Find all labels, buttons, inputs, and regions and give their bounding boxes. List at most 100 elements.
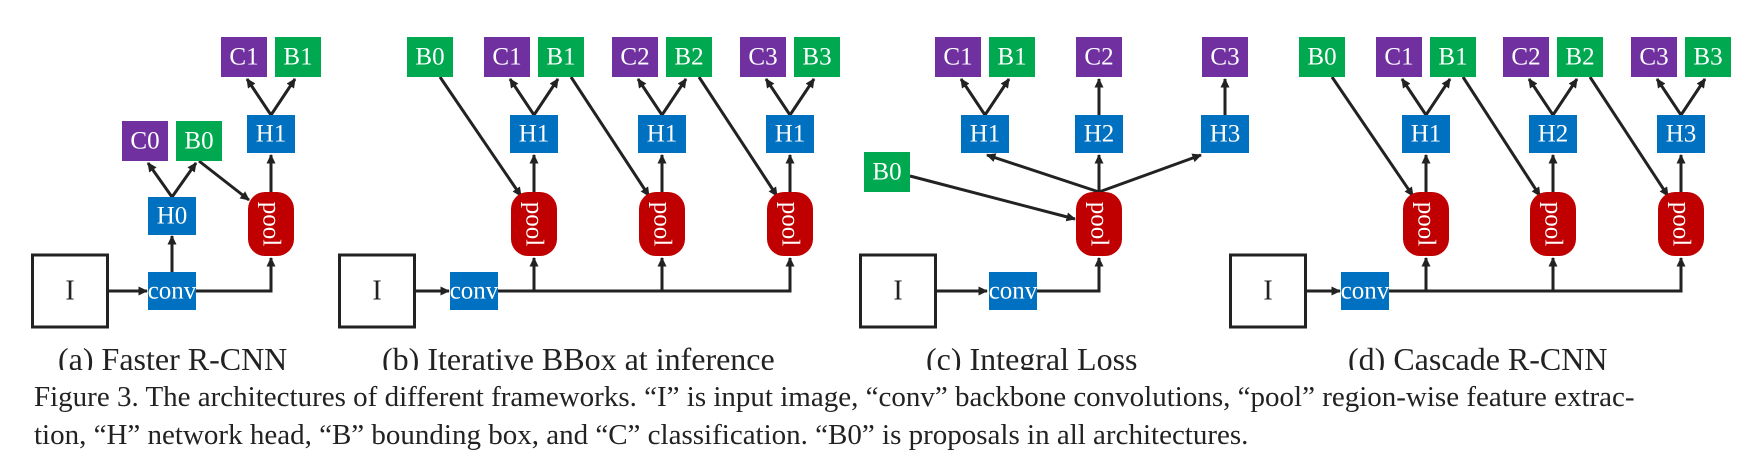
box-box: [176, 121, 222, 161]
node-label: C3: [748, 44, 777, 71]
panel-3-node-i: I: [1229, 253, 1307, 329]
node-label: H1: [970, 121, 1001, 148]
panel-0-node-i: I: [31, 253, 109, 329]
input-box: [1229, 253, 1307, 329]
head-box: [1529, 115, 1577, 153]
node-label: B3: [802, 44, 831, 71]
caption-iterative-bbox: (b) Iterative BBox at inference: [382, 341, 775, 370]
node-label: B0: [415, 44, 444, 71]
input-box: [31, 253, 109, 329]
node-label: I: [372, 276, 381, 307]
node-label: C3: [1639, 44, 1668, 71]
classification-box: [484, 37, 530, 77]
node-label: B2: [674, 44, 703, 71]
edge-conv-pool: [196, 257, 276, 293]
panel-3-node-b0: B0: [1299, 37, 1345, 77]
panel-1-node-b3: B3: [794, 37, 840, 77]
caption-integral-loss: (c) Integral Loss: [926, 341, 1137, 370]
node-label: H2: [1538, 121, 1569, 148]
node-label: C2: [620, 44, 649, 71]
node-label: B1: [546, 44, 575, 71]
node-label: B1: [283, 44, 312, 71]
classification-box: [1503, 37, 1549, 77]
panel-0-node-b1: B1: [275, 37, 321, 77]
edge-b1-pool2: [1461, 76, 1542, 197]
classification-box: [122, 121, 168, 161]
panel-3-node-c2: C2: [1503, 37, 1549, 77]
edge-h3-c3: [1655, 78, 1683, 116]
box-box: [794, 37, 840, 77]
panel-3-node-b2: B2: [1557, 37, 1603, 77]
edge-h1-c1: [1400, 78, 1428, 116]
edge-conv-pool1: [498, 257, 539, 293]
node-label: pool: [258, 202, 285, 247]
panel-0-node-c0: C0: [122, 121, 168, 161]
head-box: [148, 197, 196, 235]
node-label: H1: [775, 121, 806, 148]
edge-b2-pool3: [697, 76, 779, 197]
edge-b0-pool: [198, 159, 250, 202]
node-label: H3: [1210, 121, 1241, 148]
panel-0-node-pool: pool: [248, 192, 294, 256]
node-label: B1: [1438, 44, 1467, 71]
node-label: B3: [1693, 44, 1722, 71]
panel-0-node-c1: C1: [221, 37, 267, 77]
edge-h3-b3: [1679, 78, 1707, 116]
classification-box: [740, 37, 786, 77]
figure-caption-line-2: tion, “H” network head, “B” bounding box…: [34, 419, 1249, 451]
classification-box: [1631, 37, 1677, 77]
classification-box: [1202, 37, 1248, 77]
panel-1-node-pool1: pool: [511, 192, 557, 256]
node-label: conv: [450, 278, 499, 305]
box-box: [1557, 37, 1603, 77]
node-label: pool: [1540, 202, 1567, 247]
box-box: [1430, 37, 1476, 77]
head-box: [450, 272, 498, 310]
edge-h1-c1: [245, 78, 273, 116]
panel-3-node-pool1: pool: [1403, 192, 1449, 256]
classification-box: [1376, 37, 1422, 77]
pool-box: [1530, 192, 1576, 256]
panel-1-node-h1b: H1: [638, 115, 686, 153]
panel-1-node-conv: conv: [450, 272, 499, 310]
edge-b1-pool2: [569, 76, 651, 197]
panel-2-node-c2: C2: [1076, 37, 1122, 77]
pool-box: [511, 192, 557, 256]
panel-3-node-pool2: pool: [1530, 192, 1576, 256]
edge-h2-c2: [1527, 78, 1555, 116]
panel-2-node-c3: C3: [1202, 37, 1248, 77]
sub-captions: (a) Faster R-CNN (b) Iterative BBox at i…: [58, 341, 1607, 370]
node-label: pool: [777, 202, 804, 247]
edge-pool-h3: [1098, 153, 1202, 194]
node-label: H1: [647, 121, 678, 148]
edge-conv-pool3: [1426, 257, 1686, 293]
panel-2-node-h1: H1: [961, 115, 1009, 153]
box-box: [275, 37, 321, 77]
node-label: C0: [130, 128, 159, 155]
panel-0-node-conv: conv: [148, 272, 197, 310]
head-box: [1657, 115, 1705, 153]
head-box: [638, 115, 686, 153]
panel-1-node-c1: C1: [484, 37, 530, 77]
caption-faster-rcnn: (a) Faster R-CNN: [58, 341, 287, 370]
caption-cascade-rcnn: (d) Cascade R-CNN: [1348, 341, 1607, 370]
classification-box: [221, 37, 267, 77]
panel-2-node-b1: B1: [989, 37, 1035, 77]
head-box: [1075, 115, 1123, 153]
node-label: B1: [997, 44, 1026, 71]
panel-2-node-c1: C1: [935, 37, 981, 77]
node-label: B0: [872, 159, 901, 186]
edge-b2-pool3: [1588, 76, 1670, 197]
panel-3-node-b1: B1: [1430, 37, 1476, 77]
panel-1-node-b2: B2: [666, 37, 712, 77]
node-label: B0: [184, 128, 213, 155]
input-box: [338, 253, 416, 329]
panel-1-node-pool3: pool: [767, 192, 813, 256]
node-label: H1: [1411, 121, 1442, 148]
panel-1-node-c2: C2: [612, 37, 658, 77]
panel-2-node-h2: H2: [1075, 115, 1123, 153]
edge-h1-b1: [983, 78, 1011, 116]
node-label: H2: [1084, 121, 1115, 148]
node-label: H0: [157, 203, 188, 230]
